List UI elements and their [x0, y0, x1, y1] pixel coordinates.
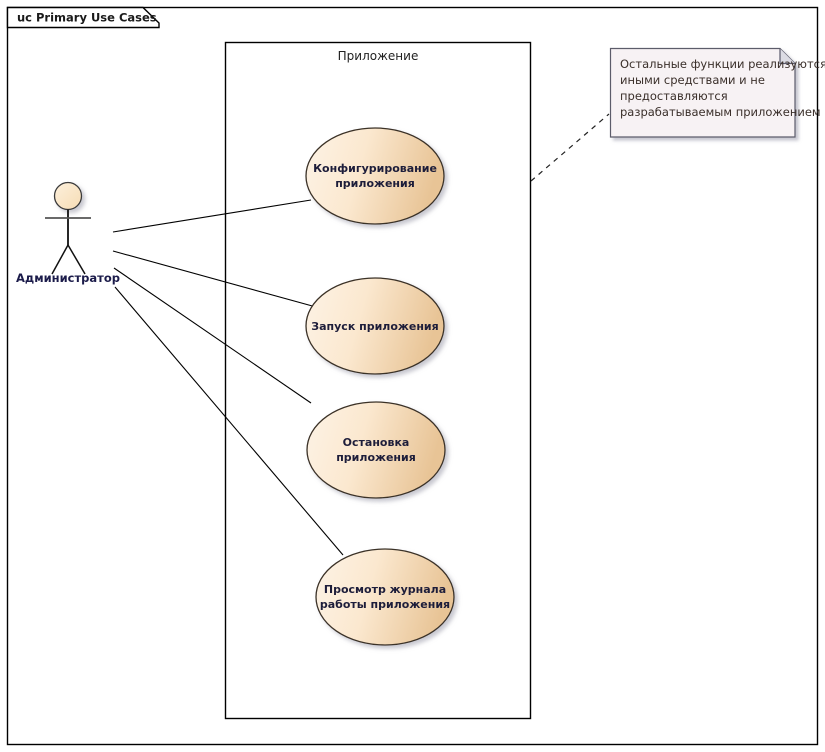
use-case-start[interactable]: Запуск приложения: [305, 277, 445, 375]
use-case-label-line-1: Остановка: [343, 436, 410, 449]
use-case-label-line-1: Запуск приложения: [311, 320, 438, 333]
use-case-label-line-1: Просмотр журнала: [324, 583, 446, 596]
note-text-line-4: разрабатываемым приложением: [620, 105, 821, 119]
note-text-line-3: предоставляются: [620, 89, 728, 103]
note-anchor-line: [530, 113, 610, 182]
frame-title-label: uc Primary Use Cases: [17, 11, 157, 25]
use-case-label-line-2: приложения: [336, 451, 416, 464]
association-line-stop[interactable]: [113, 267, 312, 404]
note-text-line-2: иными средствами и не: [620, 73, 765, 87]
use-case-ellipse[interactable]: [305, 277, 445, 375]
use-case-ellipse[interactable]: [305, 127, 445, 225]
use-case-view-log[interactable]: Просмотр журнала работы приложения: [315, 548, 455, 646]
association-line-start[interactable]: [112, 250, 317, 308]
use-case-label-line-1: Конфигурирование: [313, 162, 437, 175]
actor-head-icon: [53, 181, 83, 211]
note-text-line-1: Остальные функции реализуются: [620, 57, 825, 71]
actor-leg-right-line: [67, 244, 86, 275]
note-comment[interactable]: Остальные функции реализуются иными сред…: [609, 47, 825, 138]
frame-title-tab: [6, 6, 160, 29]
actor-administrator[interactable]: Администратор: [16, 181, 120, 286]
actor-leg-left-line: [51, 244, 69, 275]
use-case-label-line-2: приложения: [335, 177, 415, 190]
association-line-view-log[interactable]: [114, 286, 344, 556]
use-case-configure[interactable]: Конфигурирование приложения: [305, 127, 445, 225]
use-case-label-line-2: работы приложения: [320, 598, 450, 611]
actor-label: Администратор: [16, 271, 120, 285]
use-case-ellipse[interactable]: [315, 548, 455, 646]
association-lines: [112, 199, 344, 556]
use-case-ellipse[interactable]: [306, 401, 446, 499]
use-case-stop[interactable]: Остановка приложения: [306, 401, 446, 499]
system-boundary-label: Приложение: [338, 49, 419, 63]
association-line-configure[interactable]: [112, 199, 312, 233]
note-body[interactable]: [609, 47, 796, 138]
note-fold-corner-icon: [779, 48, 795, 65]
